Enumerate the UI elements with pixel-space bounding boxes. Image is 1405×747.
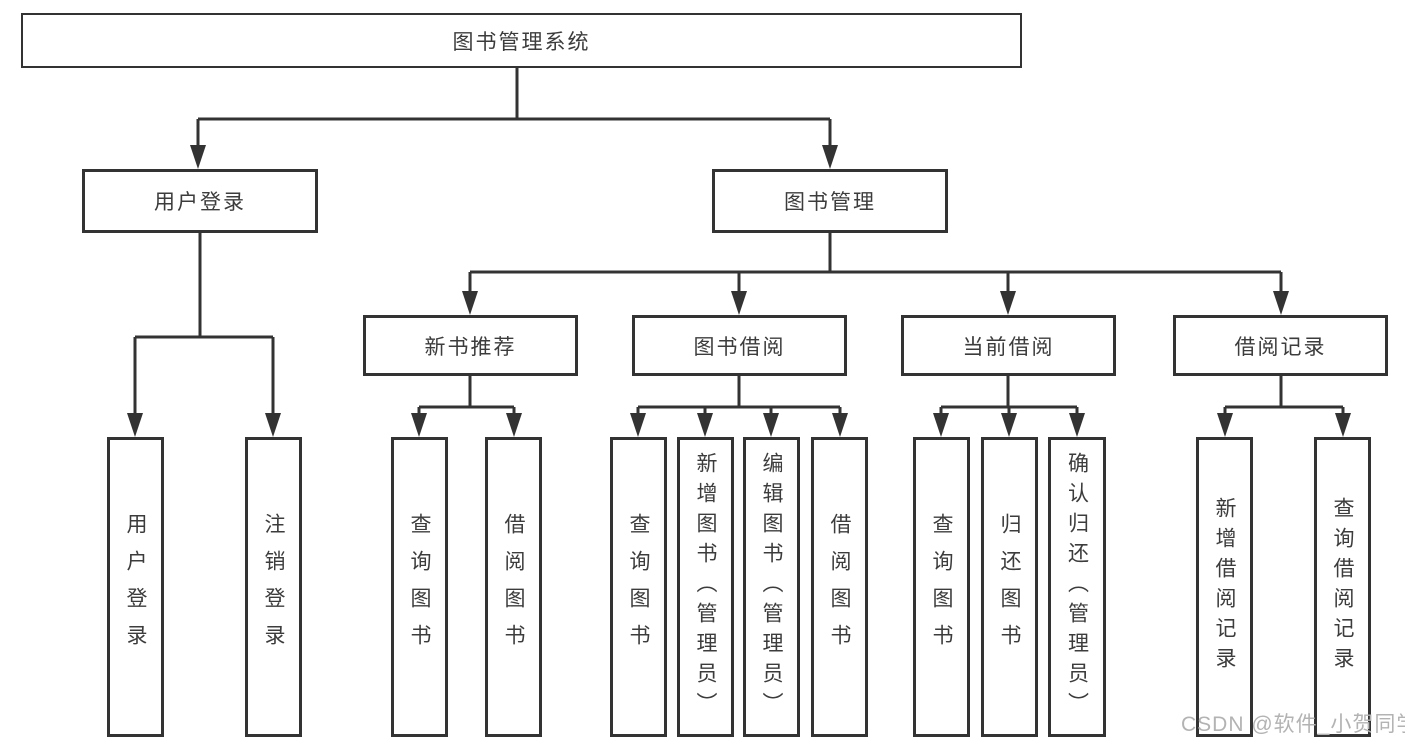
arrowhead — [832, 413, 848, 437]
leaf-borrow-edit-books-admin-label: 编辑图书（管理员） — [760, 452, 783, 722]
leaf-newbook-query-books: 查询图书 — [391, 437, 448, 737]
arrowheads — [127, 145, 1351, 437]
leaf-records-query-record: 查询借阅记录 — [1314, 437, 1371, 737]
leaf-current-return-books: 归还图书 — [981, 437, 1038, 737]
arrowhead — [265, 413, 281, 437]
leaf-logout-label: 注销登录 — [262, 513, 285, 661]
arrowhead — [1069, 413, 1085, 437]
arrowhead — [697, 413, 713, 437]
leaf-newbook-borrow-books-label: 借阅图书 — [502, 513, 525, 661]
leaf-current-query-books-label: 查询图书 — [930, 513, 953, 661]
leaf-borrow-query-books: 查询图书 — [610, 437, 667, 737]
arrowhead — [1001, 413, 1017, 437]
node-current-borrowing-label: 当前借阅 — [962, 335, 1055, 359]
node-borrowing-records: 借阅记录 — [1173, 315, 1388, 376]
leaf-borrow-borrow-books-label: 借阅图书 — [828, 513, 851, 661]
arrowhead — [411, 413, 427, 437]
node-new-book-recommend-label: 新书推荐 — [424, 335, 517, 359]
csdn-watermark: CSDN @软件_小贺同学 — [1181, 713, 1405, 736]
node-user-login-group: 用户登录 — [82, 169, 318, 233]
node-book-management-group-label: 图书管理 — [784, 191, 876, 214]
leaf-current-query-books: 查询图书 — [913, 437, 970, 737]
leaf-current-confirm-return-admin: 确认归还（管理员） — [1048, 437, 1106, 737]
leaf-records-add-record-label: 新增借阅记录 — [1213, 497, 1236, 677]
node-current-borrowing: 当前借阅 — [901, 315, 1116, 376]
leaf-current-confirm-return-admin-label: 确认归还（管理员） — [1065, 452, 1089, 722]
leaf-borrow-borrow-books: 借阅图书 — [811, 437, 868, 737]
node-new-book-recommend: 新书推荐 — [363, 315, 578, 376]
node-book-borrowing: 图书借阅 — [632, 315, 847, 376]
arrowhead — [630, 413, 646, 437]
arrowhead — [506, 413, 522, 437]
connector-paths — [133, 68, 1345, 416]
leaf-newbook-query-books-label: 查询图书 — [408, 513, 431, 661]
leaf-records-query-record-label: 查询借阅记录 — [1331, 497, 1354, 677]
arrowhead — [1273, 291, 1289, 315]
arrowhead — [1335, 413, 1351, 437]
arrowhead — [933, 413, 949, 437]
node-book-management-group: 图书管理 — [712, 169, 948, 233]
arrowhead — [190, 145, 206, 169]
leaf-borrow-add-books-admin: 新增图书（管理员） — [677, 437, 734, 737]
arrowhead — [127, 413, 143, 437]
node-root-label: 图书管理系统 — [452, 30, 591, 54]
arrowhead — [1000, 291, 1016, 315]
leaf-borrow-edit-books-admin: 编辑图书（管理员） — [743, 437, 800, 737]
node-borrowing-records-label: 借阅记录 — [1234, 335, 1327, 359]
leaf-borrow-add-books-admin-label: 新增图书（管理员） — [694, 452, 717, 722]
node-root: 图书管理系统 — [21, 13, 1022, 68]
node-book-borrowing-label: 图书借阅 — [693, 335, 786, 359]
node-user-login-group-label: 用户登录 — [154, 191, 246, 214]
arrowhead — [731, 291, 747, 315]
arrowhead — [462, 291, 478, 315]
leaf-records-add-record: 新增借阅记录 — [1196, 437, 1253, 737]
leaf-newbook-borrow-books: 借阅图书 — [485, 437, 542, 737]
leaf-borrow-query-books-label: 查询图书 — [627, 513, 650, 661]
leaf-logout: 注销登录 — [245, 437, 302, 737]
arrowhead — [822, 145, 838, 169]
arrowhead — [763, 413, 779, 437]
arrowhead — [1217, 413, 1233, 437]
leaf-user-login: 用户登录 — [107, 437, 164, 737]
leaf-user-login-label: 用户登录 — [124, 513, 147, 661]
leaf-current-return-books-label: 归还图书 — [998, 513, 1021, 661]
